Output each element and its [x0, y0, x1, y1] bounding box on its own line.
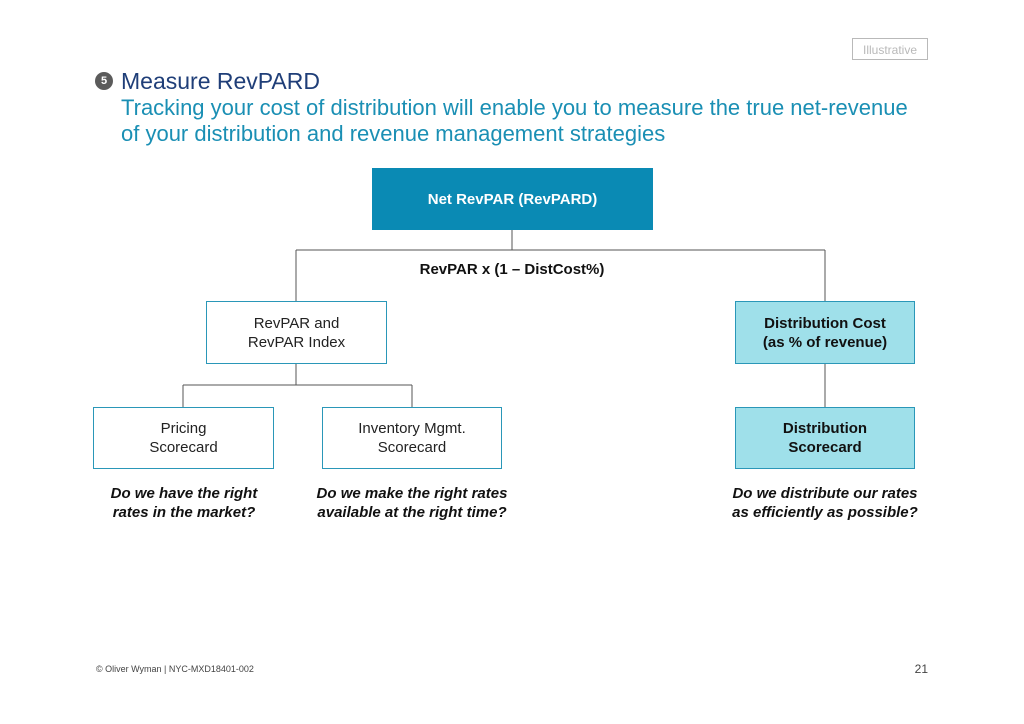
- revpar-box: RevPAR and RevPAR Index: [206, 301, 387, 364]
- distribution-question-line1: Do we distribute our rates: [732, 485, 918, 502]
- inventory-question: Do we make the right rates available at …: [292, 484, 532, 522]
- step-number-badge: 5: [95, 72, 113, 90]
- distribution-question-line2: as efficiently as possible?: [732, 504, 918, 521]
- pricing-scorecard-line2: Scorecard: [149, 439, 218, 456]
- distribution-scorecard-line2: Scorecard: [788, 439, 862, 456]
- pricing-question-line1: Do we have the right: [110, 485, 258, 502]
- footer-copyright: © Oliver Wyman | NYC-MXD18401-002: [96, 664, 254, 674]
- inventory-scorecard-box: Inventory Mgmt. Scorecard: [322, 407, 502, 469]
- page-subtitle: Tracking your cost of distribution will …: [121, 95, 908, 146]
- pricing-question-line2: rates in the market?: [112, 504, 256, 521]
- inventory-scorecard-line1: Inventory Mgmt.: [358, 420, 466, 437]
- pricing-scorecard-box: Pricing Scorecard: [93, 407, 274, 469]
- inventory-scorecard-line2: Scorecard: [377, 439, 447, 456]
- pricing-question: Do we have the right rates in the market…: [74, 484, 294, 522]
- distribution-scorecard-box: Distribution Scorecard: [735, 407, 915, 469]
- distribution-cost-line2: (as % of revenue): [762, 333, 888, 351]
- net-revpar-box: Net RevPAR (RevPARD): [372, 168, 653, 230]
- inventory-question-line2: available at the right time?: [317, 504, 507, 521]
- inventory-question-line1: Do we make the right rates: [316, 485, 508, 502]
- revpar-box-line1: RevPAR and: [253, 314, 340, 332]
- distribution-question: Do we distribute our rates as efficientl…: [705, 484, 945, 522]
- revpar-box-line2: RevPAR Index: [247, 333, 346, 351]
- pricing-scorecard-line1: Pricing: [160, 420, 207, 437]
- page-title: Measure RevPARD: [121, 68, 320, 94]
- distribution-scorecard-line1: Distribution: [782, 420, 868, 437]
- page-number: 21: [914, 662, 928, 676]
- distribution-cost-box: Distribution Cost (as % of revenue): [735, 301, 915, 364]
- illustrative-tag: Illustrative: [852, 38, 928, 60]
- formula-label: RevPAR x (1 – DistCost%): [419, 261, 605, 278]
- distribution-cost-line1: Distribution Cost: [764, 314, 886, 332]
